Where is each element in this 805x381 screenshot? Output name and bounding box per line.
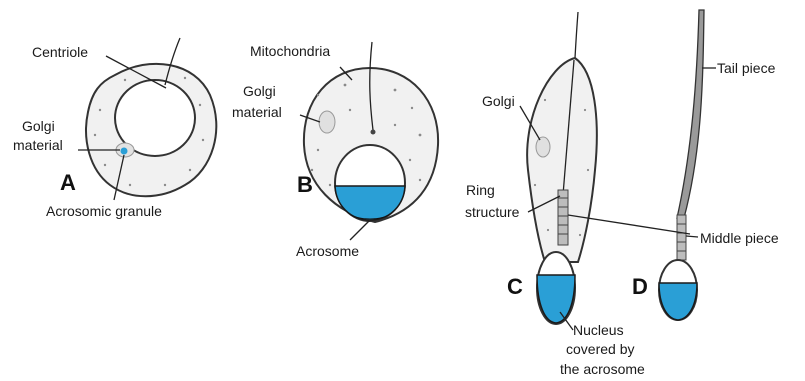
stage-b-acrosome-label: Acrosome	[296, 243, 359, 259]
stage-b-mito-label: Mitochondria	[250, 43, 330, 59]
stage-b-golgi-label-2: material	[232, 104, 282, 120]
stage-c-nucleus-label-1: Nucleus	[573, 322, 624, 338]
stage-c-letter: C	[507, 274, 523, 299]
stage-c-nucleus-label-3: the acrosome	[560, 361, 645, 377]
stage-c: Golgi Ring structure C Nucleus covered b…	[465, 12, 645, 377]
stage-b: Mitochondria Golgi material B Acrosome	[232, 42, 438, 259]
stage-c-golgi	[536, 137, 550, 157]
stage-a-centriole-label: Centriole	[32, 44, 88, 60]
stage-a-golgi-label-1: Golgi	[22, 118, 55, 134]
stage-c-flagellum	[575, 12, 578, 58]
stage-a-acrosomic-granule	[121, 148, 128, 155]
stage-c-ring-label-1: Ring	[466, 182, 495, 198]
stage-d: Tail piece Middle piece D	[568, 10, 779, 320]
stage-c-ring-label-2: structure	[465, 204, 520, 220]
stage-b-acrosome-leader	[350, 220, 370, 240]
stage-a-letter: A	[60, 170, 76, 195]
stage-b-letter: B	[297, 172, 313, 197]
middle-piece-leader-d	[686, 236, 698, 237]
stage-d-letter: D	[632, 274, 648, 299]
stage-d-middle-label: Middle piece	[700, 230, 779, 246]
stage-d-middle-piece	[677, 215, 686, 260]
stage-c-nucleus-label-2: covered by	[566, 341, 634, 357]
stage-a-granule-label: Acrosomic granule	[46, 203, 162, 219]
stage-c-golgi-label: Golgi	[482, 93, 515, 109]
stage-b-golgi	[319, 111, 335, 133]
stage-d-tail	[677, 10, 704, 218]
stage-c-acrosome	[537, 275, 575, 323]
stage-a-golgi-label-2: material	[13, 137, 63, 153]
stage-d-acrosome	[659, 283, 697, 320]
stage-b-centriole	[371, 130, 376, 135]
stage-b-golgi-label-1: Golgi	[243, 83, 276, 99]
stage-a: Centriole Golgi material A Acrosomic gra…	[13, 38, 216, 219]
stage-d-tail-label: Tail piece	[717, 60, 776, 76]
